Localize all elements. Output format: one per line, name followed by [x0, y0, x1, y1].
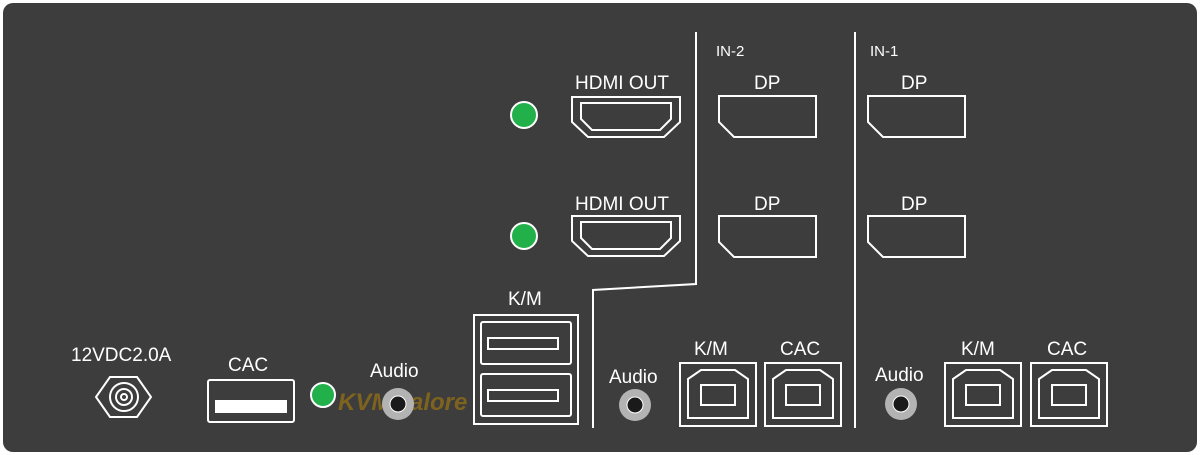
- in1-dp-2-port-icon[interactable]: [867, 215, 966, 258]
- km-hub-usb-port-2[interactable]: [480, 373, 572, 417]
- usb-a-lower-icon: [480, 373, 572, 417]
- in1-cac-label: CAC: [1047, 339, 1087, 360]
- audio-out-jack[interactable]: [382, 388, 414, 420]
- in2-cac-label: CAC: [780, 339, 820, 360]
- in1-audio-jack[interactable]: [885, 388, 917, 420]
- usb-a-upper-slot: [487, 337, 559, 350]
- audio-status-led: [310, 382, 336, 408]
- power-jack-hex-icon: [94, 376, 153, 418]
- in2-audio-label: Audio: [609, 367, 658, 388]
- power-jack-inner-ring: [115, 388, 133, 406]
- in1-dp-1-port-icon[interactable]: [867, 95, 966, 138]
- km-hub-label: K/M: [508, 289, 542, 310]
- in1-dp-1-label: DP: [901, 73, 927, 94]
- in2-group-label: IN-2: [716, 43, 744, 60]
- in2-dp-1-port-icon[interactable]: [718, 95, 817, 138]
- in2-cac-usb-b-port[interactable]: [764, 362, 842, 427]
- in2-audio-jack[interactable]: [619, 389, 651, 421]
- in2-dp-2-label: DP: [754, 194, 780, 215]
- usb-cac-port[interactable]: [207, 379, 295, 423]
- divider-in2: [592, 32, 697, 428]
- in1-audio-label: Audio: [875, 365, 924, 386]
- in2-dp-1-label: DP: [754, 73, 780, 94]
- in2-dp-2-port-icon[interactable]: [718, 215, 817, 258]
- in1-km-usb-b-icon: [952, 369, 1014, 419]
- power-jack-outer-ring: [109, 382, 139, 412]
- usb-a-tongue: [215, 400, 287, 413]
- in1-km-usb-b-port[interactable]: [944, 362, 1022, 427]
- in1-cac-usb-b-pin: [1051, 384, 1087, 406]
- in1-km-usb-b-frame: [944, 362, 1022, 427]
- hdmi-out-2-port-icon[interactable]: [571, 215, 681, 257]
- hdmi-out-1-port-icon[interactable]: [571, 96, 681, 138]
- hdmi-out-1-label: HDMI OUT: [575, 73, 669, 94]
- usb-a-upper-icon: [480, 321, 572, 365]
- power-jack[interactable]: [94, 376, 153, 418]
- hdmi-out-1-led: [510, 101, 538, 129]
- in2-km-label: K/M: [694, 339, 728, 360]
- in2-km-usb-b-pin: [700, 384, 736, 406]
- hdmi-out-2-port-inner: [580, 221, 672, 250]
- km-hub-usb-port-1[interactable]: [480, 321, 572, 365]
- in2-cac-usb-b-pin: [785, 384, 821, 406]
- in2-cac-usb-b-icon: [772, 369, 834, 419]
- in1-km-label: K/M: [961, 339, 995, 360]
- power-jack-pin: [120, 393, 128, 401]
- in1-dp-2-label: DP: [901, 194, 927, 215]
- in1-audio-jack-hole: [892, 395, 910, 413]
- usb-a-lower-slot: [487, 389, 559, 402]
- hdmi-out-2-led: [510, 222, 538, 250]
- in2-km-usb-b-port[interactable]: [679, 362, 757, 427]
- in1-cac-usb-b-icon: [1038, 369, 1100, 419]
- in1-km-usb-b-pin: [965, 384, 1001, 406]
- in2-km-usb-b-frame: [679, 362, 757, 427]
- in2-km-usb-b-icon: [687, 369, 749, 419]
- audio-jack-hole: [389, 395, 407, 413]
- hdmi-out-2-label: HDMI OUT: [575, 194, 669, 215]
- in1-cac-usb-b-frame: [1030, 362, 1108, 427]
- usb-a-outer-icon: [207, 379, 295, 423]
- in1-cac-usb-b-port[interactable]: [1030, 362, 1108, 427]
- in2-audio-jack-hole: [626, 396, 644, 414]
- panel-body: [3, 3, 1197, 452]
- power-label: 12VDC2.0A: [71, 345, 172, 366]
- hdmi-out-1-port-inner: [580, 102, 672, 131]
- in1-group-label: IN-1: [870, 43, 898, 60]
- km-hub-frame: [473, 314, 579, 425]
- audio-out-label: Audio: [370, 361, 419, 382]
- in2-cac-usb-b-frame: [764, 362, 842, 427]
- usb-cac-label: CAC: [228, 355, 268, 376]
